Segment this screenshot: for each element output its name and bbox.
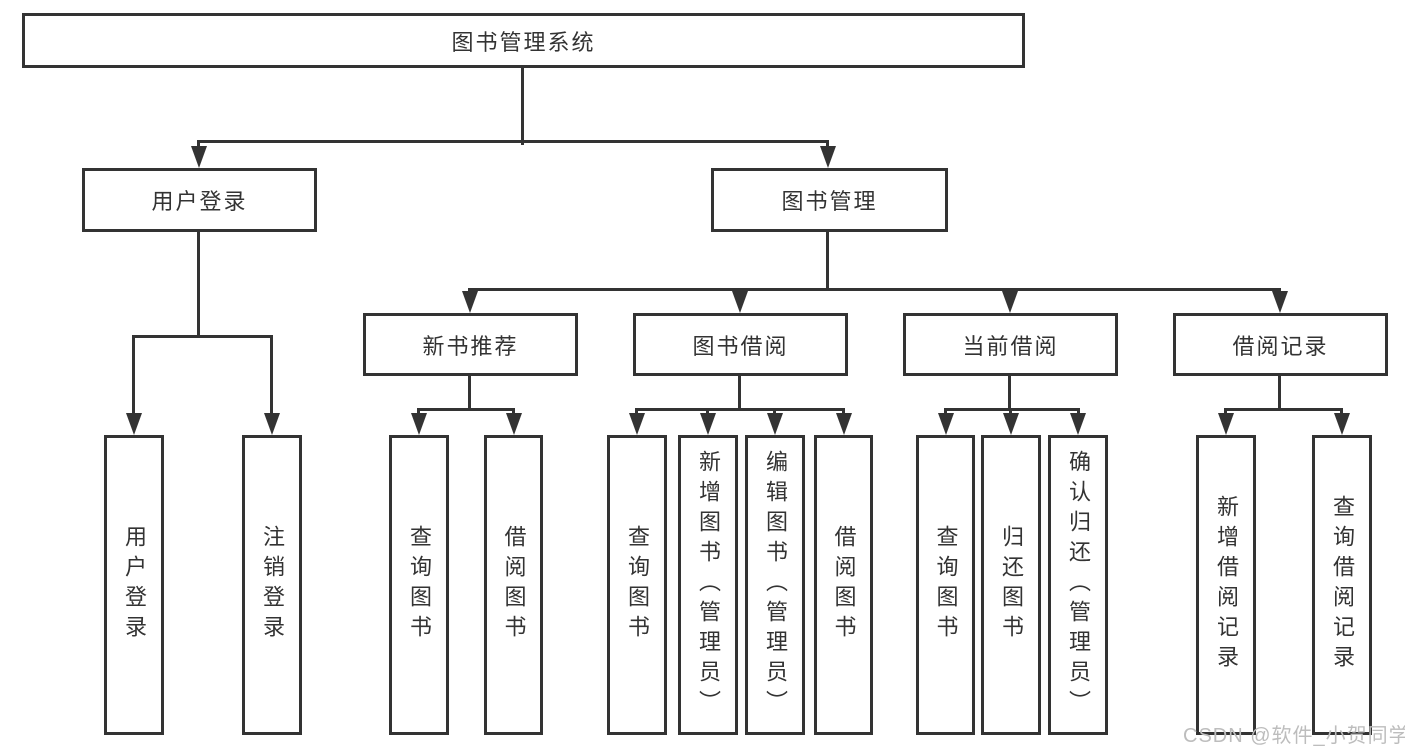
leaf-user-login: 用户登录	[104, 435, 164, 735]
arrowhead-down-icon	[767, 413, 783, 435]
node-book-management: 图书管理	[711, 168, 948, 232]
node-user-login: 用户登录	[82, 168, 317, 232]
arrowhead-down-icon	[506, 413, 522, 435]
connector-vline	[738, 376, 741, 411]
arrowhead-down-icon	[1003, 413, 1019, 435]
arrowhead-down-icon	[191, 146, 207, 168]
node-label: 查询借阅记录	[1330, 495, 1355, 675]
connector-hline	[1224, 408, 1343, 411]
arrowhead-down-icon	[700, 413, 716, 435]
arrowhead-down-icon	[732, 291, 748, 313]
node-library-management-system: 图书管理系统	[22, 13, 1025, 68]
arrowhead-down-icon	[820, 146, 836, 168]
arrowhead-down-icon	[1070, 413, 1086, 435]
connector-vline	[197, 232, 200, 338]
leaf-borrow-books-recommend: 借阅图书	[484, 435, 543, 735]
leaf-edit-books-admin: 编辑图书（管理员）	[745, 435, 805, 735]
arrowhead-down-icon	[462, 291, 478, 313]
connector-vline	[468, 376, 471, 411]
csdn-watermark: CSDN @软件_小贺同学	[1183, 725, 1405, 747]
node-label: 注销登录	[260, 525, 285, 645]
connector-hline	[417, 408, 515, 411]
arrowhead-down-icon	[938, 413, 954, 435]
arrowhead-down-icon	[629, 413, 645, 435]
node-current-borrowing: 当前借阅	[903, 313, 1118, 376]
leaf-add-borrowing-record: 新增借阅记录	[1196, 435, 1256, 735]
connector-vline	[270, 335, 273, 420]
node-book-borrowing: 图书借阅	[633, 313, 848, 376]
arrowhead-down-icon	[1272, 291, 1288, 313]
node-label: 编辑图书（管理员）	[763, 450, 788, 720]
connector-hline	[197, 140, 828, 143]
node-label: 用户登录	[122, 525, 147, 645]
connector-vline	[521, 68, 524, 145]
connector-vline	[1008, 376, 1011, 411]
connector-hline	[468, 288, 1281, 291]
arrowhead-down-icon	[1334, 413, 1350, 435]
arrowhead-down-icon	[1002, 291, 1018, 313]
node-label: 借阅记录	[1232, 333, 1329, 359]
node-label: 新增图书（管理员）	[696, 450, 721, 720]
leaf-query-books-borrowing: 查询图书	[607, 435, 667, 735]
connector-vline	[132, 335, 135, 420]
arrowhead-down-icon	[264, 413, 280, 435]
leaf-query-books-recommend: 查询图书	[389, 435, 449, 735]
arrowhead-down-icon	[411, 413, 427, 435]
arrowhead-down-icon	[1218, 413, 1234, 435]
connector-hline	[132, 335, 273, 338]
leaf-borrow-books-borrowing: 借阅图书	[814, 435, 873, 735]
leaf-query-borrowing-record: 查询借阅记录	[1312, 435, 1372, 735]
node-label: 新增借阅记录	[1214, 495, 1239, 675]
leaf-return-books: 归还图书	[981, 435, 1041, 735]
node-label: 图书管理系统	[451, 29, 596, 55]
leaf-logout-login: 注销登录	[242, 435, 302, 735]
connector-hline	[635, 408, 845, 411]
connector-vline	[826, 232, 829, 291]
leaf-query-books-current: 查询图书	[916, 435, 975, 735]
node-new-book-recommendation: 新书推荐	[363, 313, 578, 376]
node-label: 确认归还（管理员）	[1066, 450, 1091, 720]
node-label: 查询图书	[933, 525, 959, 645]
leaf-confirm-return-admin: 确认归还（管理员）	[1048, 435, 1108, 735]
node-label: 查询图书	[625, 525, 650, 645]
node-label: 归还图书	[999, 525, 1024, 645]
connector-vline	[1278, 376, 1281, 411]
node-label: 图书管理	[781, 189, 878, 214]
node-label: 用户登录	[151, 189, 248, 214]
node-label: 当前借阅	[962, 333, 1059, 359]
node-label: 查询图书	[407, 525, 432, 645]
node-borrowing-records: 借阅记录	[1173, 313, 1388, 376]
node-label: 借阅图书	[501, 525, 527, 645]
connector-hline	[944, 408, 1080, 411]
arrowhead-down-icon	[126, 413, 142, 435]
node-label: 图书借阅	[692, 333, 789, 359]
arrowhead-down-icon	[836, 413, 852, 435]
node-label: 借阅图书	[831, 525, 857, 645]
leaf-add-books-admin: 新增图书（管理员）	[678, 435, 738, 735]
node-label: 新书推荐	[422, 333, 519, 359]
